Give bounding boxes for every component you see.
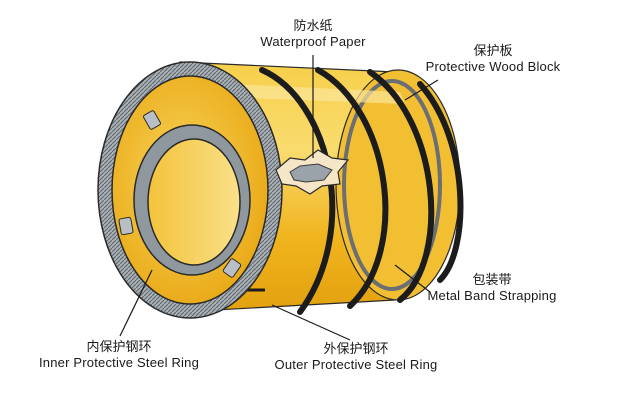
label-zh: 包装带 — [472, 273, 512, 288]
label-zh: 内保护钢环 — [86, 340, 152, 355]
waterproof-paper-tear — [275, 149, 350, 195]
label-en: Inner Protective Steel Ring — [38, 354, 200, 370]
label-band-strapping: 包装带 Metal Band Strapping — [392, 273, 592, 304]
label-zh: 外保护钢环 — [323, 342, 389, 357]
label-inner-ring: 内保护钢环 Inner Protective Steel Ring — [4, 340, 234, 371]
label-en: Metal Band Strapping — [427, 287, 557, 303]
leader-lines — [119, 55, 439, 341]
inner-protective-steel-ring — [133, 124, 251, 276]
label-zh: 保护板 — [473, 44, 513, 59]
label-wood-block: 保护板 Protective Wood Block — [398, 44, 588, 75]
label-en: Waterproof Paper — [260, 33, 366, 49]
strap-clips — [118, 110, 242, 278]
label-en: Outer Protective Steel Ring — [274, 356, 438, 372]
label-waterproof-paper: 防水纸 Waterproof Paper — [238, 19, 388, 50]
label-outer-ring: 外保护钢环 Outer Protective Steel Ring — [236, 342, 476, 373]
label-zh: 防水纸 — [293, 19, 333, 34]
label-en: Protective Wood Block — [425, 58, 561, 74]
